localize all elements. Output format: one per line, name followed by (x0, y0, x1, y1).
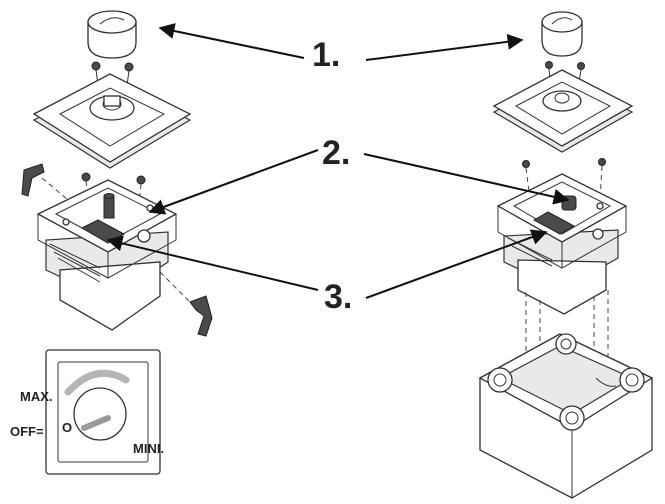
right-mounting-box (478, 333, 654, 499)
callout-2: 2. (322, 134, 350, 172)
dial-off-label: OFF= (10, 424, 44, 439)
arrow-3-right (365, 229, 548, 299)
dial-inset: MAX. OFF= O MINI. (10, 349, 164, 475)
left-dimmer-module (36, 179, 178, 331)
callout-1: 1. (312, 36, 340, 74)
arrow-1-right (365, 33, 524, 61)
arrow-1-left (158, 23, 305, 59)
right-assembly (478, 11, 654, 499)
callout-arrows (106, 23, 570, 299)
arrow-2-left (148, 149, 319, 215)
left-cover-screws (91, 61, 134, 93)
dial-frame-inner (57, 361, 149, 463)
dial-max-label: MAX. (20, 389, 53, 404)
callout-3: 3. (324, 278, 352, 316)
dial-zero-label: O (62, 420, 72, 435)
dial-knob (73, 387, 127, 441)
right-knob-cap (541, 11, 583, 57)
right-cover-plate (492, 69, 634, 153)
left-cover-plate (32, 73, 192, 169)
dial-range-arc (64, 369, 130, 396)
left-module-screws (81, 172, 146, 213)
left-clips (21, 163, 213, 337)
dial-min-label: MINI. (133, 441, 164, 456)
left-knob-cap (87, 10, 137, 59)
arrow-2-right (363, 153, 570, 205)
arrow-3-left (106, 235, 319, 291)
right-dimmer-module (496, 173, 628, 315)
dial-pointer (81, 415, 111, 431)
left-assembly (21, 10, 213, 337)
